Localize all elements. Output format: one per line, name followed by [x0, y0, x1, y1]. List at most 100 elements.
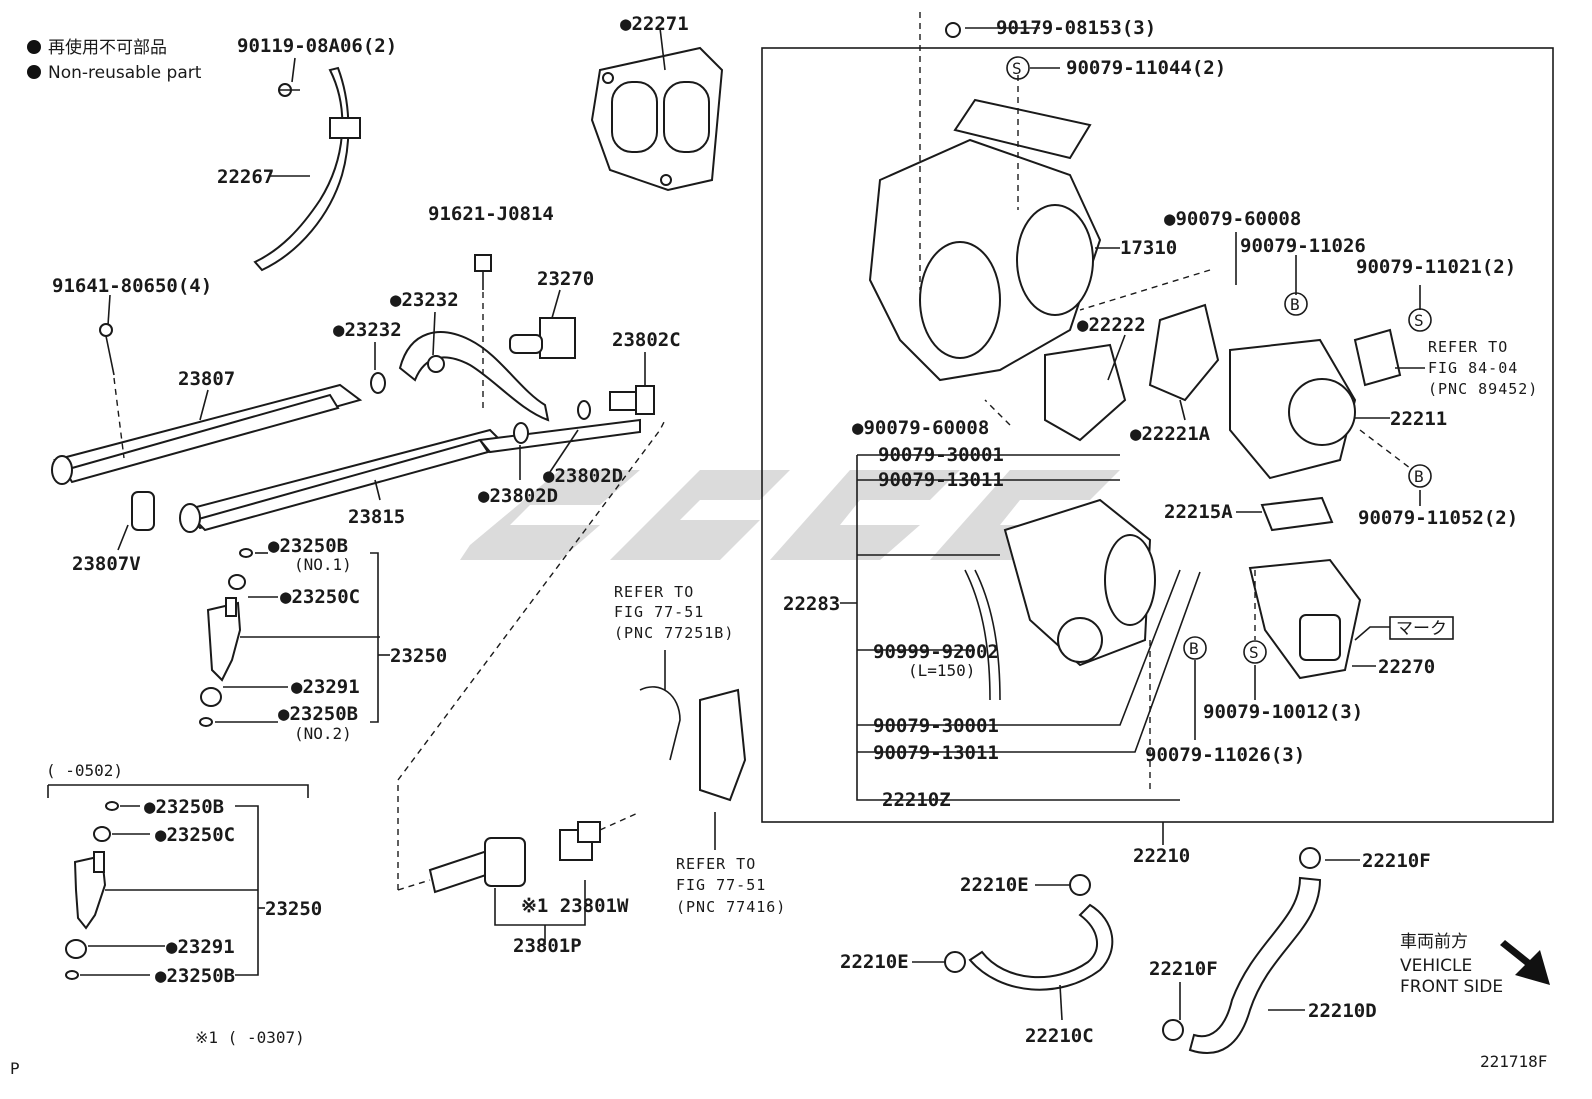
fuel-rail-23807 — [51, 323, 363, 531]
label-22283: 22283 — [783, 593, 840, 615]
fuel-pipe-bracket-22267 — [253, 66, 361, 272]
svg-text:REFER TO: REFER TO — [676, 855, 756, 873]
hose-22210d — [1162, 847, 1322, 1055]
bolt-23802c — [609, 385, 655, 415]
isc-valve-22270 — [1248, 558, 1362, 680]
throttle-assembly-frame — [761, 47, 1554, 823]
svg-text:FRONT SIDE: FRONT SIDE — [1400, 977, 1503, 997]
svg-text:車両前方: 車両前方 — [1400, 932, 1468, 952]
label-22270: 22270 — [1378, 656, 1435, 678]
throttle-body-22283 — [964, 498, 1156, 701]
label-90079-30001-a: 90079-30001 — [878, 444, 1004, 466]
mark-box — [1389, 616, 1454, 640]
legend: 再使用不可部品 Non-reusable part — [27, 37, 202, 83]
svg-text:B: B — [1414, 467, 1424, 486]
svg-text:FIG 77-51: FIG 77-51 — [676, 876, 766, 894]
label-22222: ●22222 — [1077, 314, 1146, 336]
gasket-22221a — [1148, 303, 1220, 402]
bolt-91621 — [474, 254, 492, 410]
delivery-pipe-23232 — [370, 331, 591, 444]
label-22210d: 22210D — [1308, 1000, 1377, 1022]
label-23250-1: 23250 — [390, 645, 447, 667]
label-corner-p: P — [10, 1059, 20, 1078]
label-mark: マーク — [1396, 619, 1447, 639]
svg-text:FIG 84-04: FIG 84-04 — [1428, 359, 1518, 377]
s-marker-3: S — [1243, 640, 1267, 664]
throttle-body-22211 — [1229, 328, 1402, 480]
label-90079-13011-b: 90079-13011 — [873, 742, 999, 764]
label-90079-10012: 90079-10012(3) — [1203, 701, 1363, 723]
svg-text:(PNC 77416): (PNC 77416) — [676, 898, 786, 916]
label-no1: (NO.1) — [294, 555, 352, 574]
part-labels: 90119-08A06(2) ●22271 90179-08153(3) 900… — [10, 13, 1547, 1078]
ref-note-77416: REFER TO FIG 77-51 (PNC 77416) — [676, 855, 786, 916]
label-22210e-b: 22210E — [840, 951, 909, 973]
svg-text:(PNC 77251B): (PNC 77251B) — [614, 624, 734, 642]
label-23270: 23270 — [537, 268, 594, 290]
legend-jp: 再使用不可部品 — [48, 37, 167, 58]
label-23801w: ※1 23801W — [521, 895, 629, 917]
label-23250b-1: ●23250B — [268, 535, 348, 557]
label-l150: (L=150) — [908, 661, 975, 680]
svg-text:B: B — [1189, 639, 1199, 658]
label-23232-b: ●23232 — [333, 319, 402, 341]
label-22210z: 22210Z — [882, 789, 951, 811]
label-17310: 17310 — [1120, 237, 1177, 259]
svg-text:S: S — [1414, 311, 1424, 330]
label-90119: 90119-08A06(2) — [237, 35, 397, 57]
svg-text:S: S — [1012, 59, 1022, 78]
label-23250c-2: ●23250C — [155, 824, 235, 846]
label-22210e-a: 22210E — [960, 874, 1029, 896]
svg-text:VEHICLE: VEHICLE — [1400, 956, 1472, 976]
label-23291-2: ●23291 — [166, 936, 235, 958]
label-91641: 91641-80650(4) — [52, 275, 212, 297]
label-22210: 22210 — [1133, 845, 1190, 867]
label-23802c: 23802C — [612, 329, 681, 351]
svg-text:S: S — [1249, 643, 1259, 662]
b-marker-3: B — [1183, 636, 1207, 660]
gasket-22271 — [590, 46, 724, 192]
label-22210f-b: 22210F — [1149, 958, 1218, 980]
label-22210c: 22210C — [1025, 1025, 1094, 1047]
label-23250-2: 23250 — [265, 898, 322, 920]
svg-text:(PNC 89452): (PNC 89452) — [1428, 380, 1538, 398]
label-22267: 22267 — [217, 166, 274, 188]
gasket-22222 — [1044, 343, 1127, 442]
label-90079-60008-a: ●90079-60008 — [1164, 208, 1301, 230]
label-90079-30001-b: 90079-30001 — [873, 715, 999, 737]
label-90079-11026-3: 90079-11026(3) — [1145, 744, 1305, 766]
label-22215a: 22215A — [1164, 501, 1233, 523]
vehicle-front-note: 車両前方 VEHICLE FRONT SIDE — [1400, 932, 1503, 997]
label-23807: 23807 — [178, 368, 235, 390]
label-90079-60008-b: ●90079-60008 — [852, 417, 989, 439]
label-0307: ※1 ( -0307) — [195, 1028, 305, 1047]
label-23250c-1: ●23250C — [280, 586, 360, 608]
label-23250b-3: ●23250B — [144, 796, 224, 818]
label-90179-08153: 90179-08153(3) — [996, 17, 1156, 39]
label-90999: 90999-92002 — [873, 641, 999, 663]
label-90079-11052: 90079-11052(2) — [1358, 507, 1518, 529]
ref-note-89452: REFER TO FIG 84-04 (PNC 89452) — [1428, 338, 1538, 398]
label-91621: 91621-J0814 — [428, 203, 554, 225]
vsv-23801 — [428, 686, 747, 894]
label-23801p: 23801P — [513, 935, 582, 957]
watermark-logo — [460, 470, 1120, 560]
label-90079-11026: 90079-11026 — [1240, 235, 1366, 257]
label-22211: 22211 — [1390, 408, 1447, 430]
label-23802d-a: ●23802D — [543, 465, 623, 487]
label-23807v: 23807V — [72, 553, 141, 575]
label-no2: (NO.2) — [294, 724, 352, 743]
label-0502: ( -0502) — [46, 761, 123, 780]
plug-23807v — [131, 491, 155, 531]
leader-lines — [47, 12, 1425, 1021]
label-90079-11021: 90079-11021(2) — [1356, 256, 1516, 278]
svg-text:REFER TO: REFER TO — [1428, 338, 1508, 356]
throttle-body-17310 — [868, 22, 1102, 382]
label-90079-13011-a: 90079-13011 — [878, 469, 1004, 491]
b-marker-2: B — [1408, 464, 1432, 488]
label-23232-a: ●23232 — [390, 289, 459, 311]
ref-note-77251b: REFER TO FIG 77-51 (PNC 77251B) — [614, 583, 734, 642]
s-marker-2: S — [1408, 308, 1432, 332]
svg-text:B: B — [1290, 295, 1300, 314]
